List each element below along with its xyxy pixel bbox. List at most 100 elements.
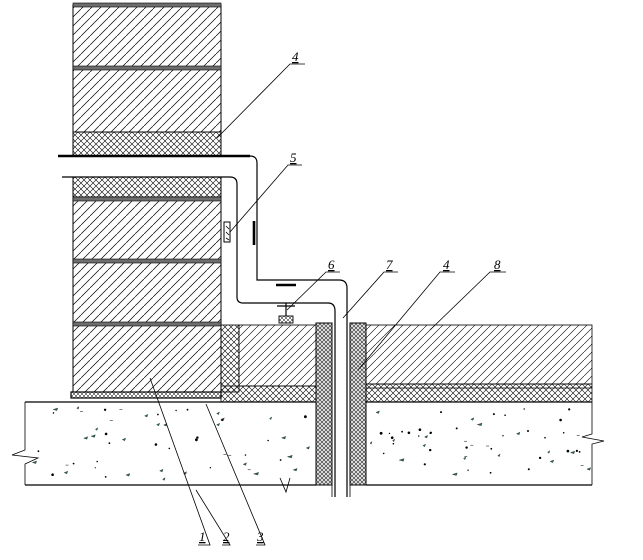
concrete-aggregate bbox=[31, 406, 591, 481]
aggregate-speck bbox=[382, 452, 385, 455]
callout-7: 7 bbox=[386, 257, 393, 272]
aggregate-speck bbox=[516, 431, 521, 436]
aggregate-speck bbox=[562, 432, 565, 434]
callout-3: 3 bbox=[256, 529, 264, 544]
aggregate-speck bbox=[221, 419, 224, 422]
callout-5: 5 bbox=[290, 150, 297, 165]
aggregate-speck bbox=[388, 432, 391, 435]
aggregate-speck bbox=[440, 411, 442, 414]
aggregate-speck bbox=[423, 463, 426, 466]
aggregate-speck bbox=[497, 453, 501, 457]
aggregate-speck bbox=[502, 435, 504, 437]
aggregate-speck bbox=[108, 442, 111, 445]
aggregate-speck bbox=[570, 450, 575, 454]
aggregate-speck bbox=[504, 414, 506, 417]
aggregate-speck bbox=[305, 446, 310, 450]
callout-8: 8 bbox=[494, 257, 501, 272]
aggregate-speck bbox=[72, 462, 75, 465]
aggregate-speck bbox=[242, 462, 247, 466]
aggregate-speck bbox=[186, 408, 189, 411]
aggregate-speck bbox=[429, 448, 432, 452]
aggregate-speck bbox=[195, 438, 198, 442]
aggregate-speck bbox=[96, 460, 98, 463]
aggregate-speck bbox=[492, 413, 495, 416]
aggregate-speck bbox=[104, 432, 108, 436]
aggregate-speck bbox=[196, 436, 199, 439]
aggregate-speck bbox=[281, 436, 286, 440]
aggregate-speck bbox=[175, 409, 177, 412]
aggregate-speck bbox=[162, 477, 166, 481]
aggregate-speck bbox=[429, 432, 431, 435]
aggregate-speck bbox=[216, 411, 220, 415]
aggregate-speck bbox=[286, 455, 293, 459]
aggregate-speck bbox=[465, 446, 468, 449]
aggregate-speck bbox=[244, 454, 247, 456]
pipe bbox=[58, 154, 348, 497]
aggregate-speck bbox=[52, 407, 58, 411]
aggregate-speck bbox=[104, 476, 107, 478]
pipe-clamp-5 bbox=[223, 221, 256, 245]
aggregate-speck bbox=[159, 469, 164, 473]
aggregate-speck bbox=[549, 459, 554, 463]
aggregate-speck bbox=[401, 430, 403, 433]
aggregate-speck bbox=[489, 471, 492, 474]
leader-lines bbox=[149, 63, 506, 546]
aggregate-speck bbox=[523, 408, 525, 410]
aggregate-speck bbox=[216, 423, 220, 427]
aggregate-speck bbox=[566, 449, 570, 453]
aggregate-speck bbox=[157, 413, 159, 416]
callout-4-right: 4 bbox=[443, 257, 450, 272]
aggregate-speck bbox=[544, 436, 546, 439]
aggregate-speck bbox=[90, 434, 96, 438]
callout-2: 2 bbox=[223, 529, 230, 544]
aggregate-speck bbox=[407, 431, 411, 435]
callout-1: 1 bbox=[199, 529, 206, 544]
aggregate-speck bbox=[292, 468, 298, 472]
aggregate-speck bbox=[83, 436, 88, 440]
aggregate-speck bbox=[267, 439, 269, 442]
aggregate-speck bbox=[51, 473, 54, 477]
callout-labels: 4 5 6 7 4 8 1 2 3 bbox=[199, 49, 501, 544]
aggregate-speck bbox=[37, 450, 40, 453]
aggregate-speck bbox=[575, 449, 579, 452]
aggregate-speck bbox=[451, 472, 458, 476]
aggregate-speck bbox=[418, 435, 420, 437]
aggregate-speck bbox=[154, 443, 158, 446]
aggregate-speck bbox=[125, 473, 131, 477]
aggregate-speck bbox=[369, 441, 373, 445]
aggregate-speck bbox=[156, 422, 160, 427]
aggregate-speck bbox=[559, 418, 562, 422]
aggregate-speck bbox=[168, 447, 171, 450]
floor-screed-left bbox=[238, 324, 317, 387]
aggregate-speck bbox=[538, 456, 542, 460]
aggregate-speck bbox=[418, 428, 422, 432]
aggregate-speck bbox=[527, 468, 530, 471]
aggregate-speck bbox=[304, 415, 307, 419]
aggregate-speck bbox=[253, 472, 259, 476]
aggregate-speck bbox=[578, 451, 581, 453]
concrete-slab bbox=[11, 401, 605, 494]
aggregate-speck bbox=[490, 447, 493, 450]
callout-4-upper: 4 bbox=[292, 49, 299, 64]
aggregate-speck bbox=[547, 450, 551, 454]
aggregate-speck bbox=[121, 437, 126, 441]
aggregate-speck bbox=[527, 430, 529, 432]
aggregate-speck bbox=[568, 408, 571, 411]
aggregate-speck bbox=[424, 435, 428, 439]
expansion-joint-fillers bbox=[315, 322, 367, 497]
aggregate-speck bbox=[269, 416, 272, 420]
aggregate-speck bbox=[455, 427, 458, 430]
aggregate-speck bbox=[467, 469, 469, 471]
aggregate-speck bbox=[76, 406, 80, 410]
brick-wall-lower bbox=[70, 176, 222, 399]
aggregate-speck bbox=[63, 470, 68, 475]
floor-right bbox=[365, 324, 593, 403]
aggregate-speck bbox=[31, 460, 37, 464]
aggregate-speck bbox=[95, 427, 99, 431]
aggregate-speck bbox=[94, 467, 96, 469]
brick-wall-upper bbox=[72, 2, 222, 157]
aggregate-speck bbox=[52, 412, 55, 414]
aggregate-speck bbox=[144, 414, 149, 418]
aggregate-speck bbox=[279, 459, 282, 461]
aggregate-speck bbox=[392, 438, 395, 442]
